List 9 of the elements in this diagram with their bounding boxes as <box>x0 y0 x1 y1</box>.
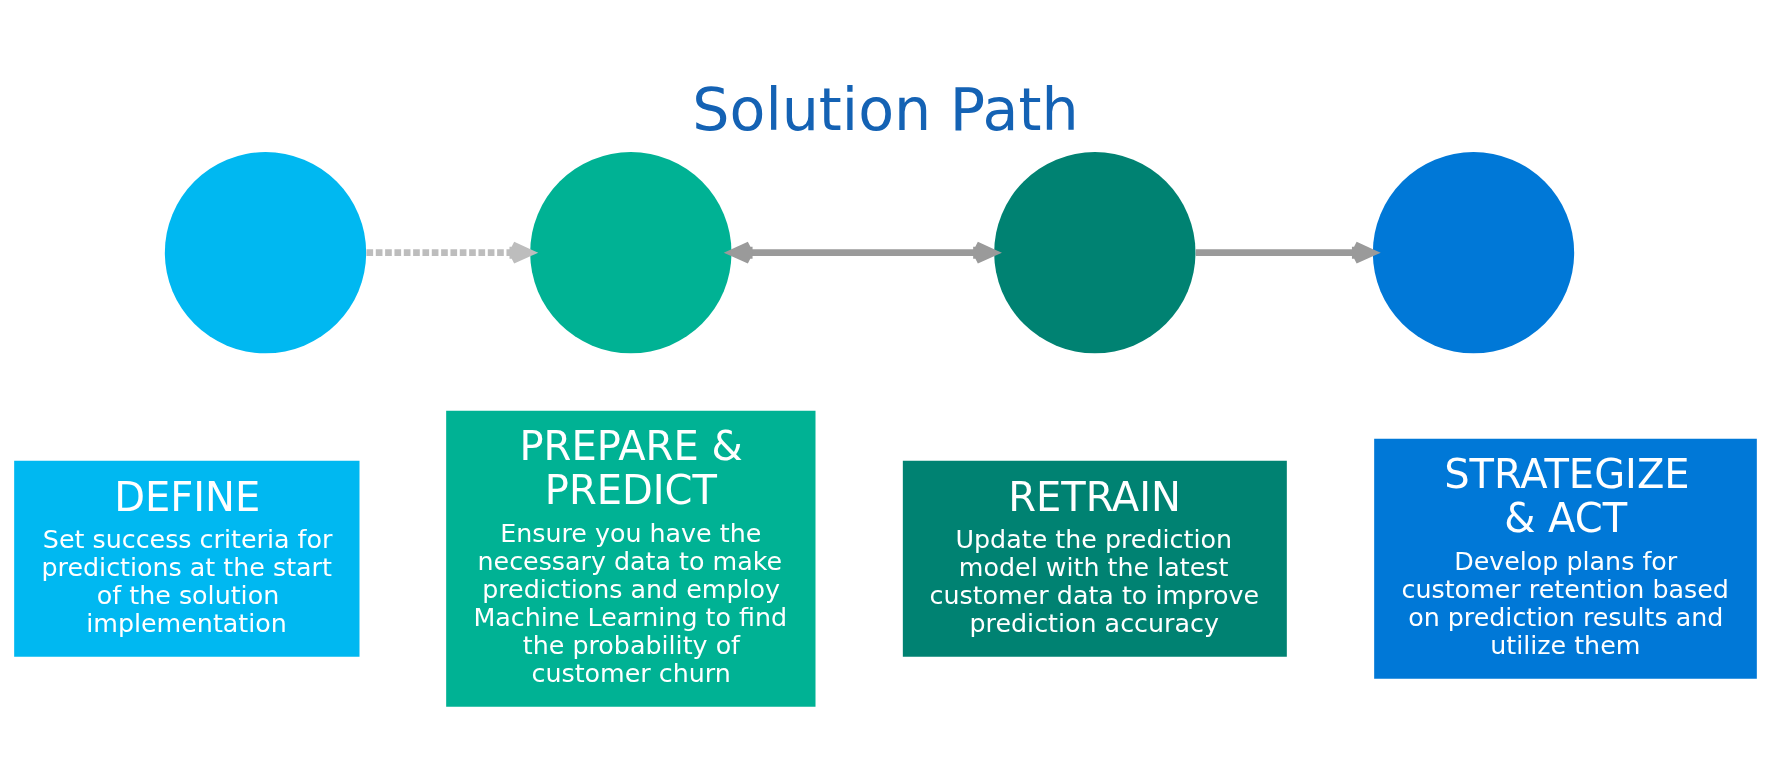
node-box: PREPARE & PREDICT Ensure you have the necessary data to make predictions and employ Machine Learning to find the probability of customer churn <box>446 410 816 707</box>
node-box: STRATEGIZE & ACT Develop plans for customer retention based on prediction results and utilize them <box>1374 438 1757 679</box>
node-box: DEFINE Set success criteria for predictions at the start of the solution implementation <box>14 460 360 657</box>
node-circle <box>1372 151 1575 353</box>
diagram-title: Solution Path <box>692 75 1079 144</box>
node-box: RETRAIN Update the prediction model with the latest customer data to improve prediction accuracy <box>902 460 1287 657</box>
node-circle <box>994 151 1196 353</box>
node-circle <box>164 151 367 353</box>
node-circle <box>530 151 732 353</box>
